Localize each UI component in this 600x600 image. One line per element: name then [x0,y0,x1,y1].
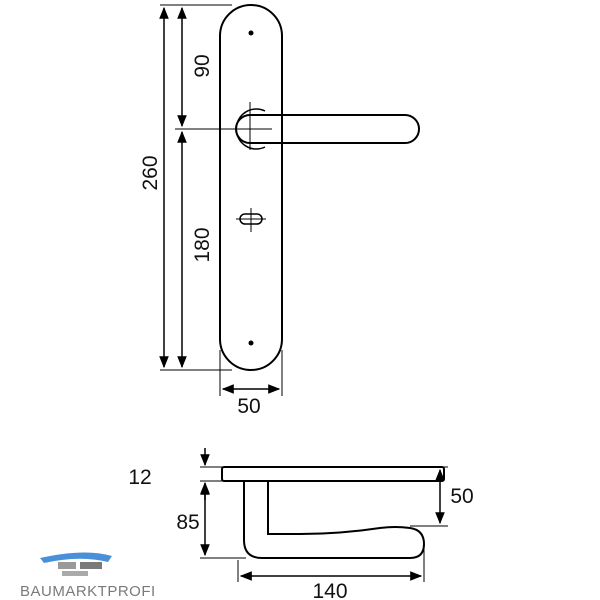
top-screw-hole [248,30,254,36]
bottom-screw-hole [248,340,254,346]
logo-swoosh-icon [40,552,112,563]
handle-profile [243,480,426,559]
dim-label-260: 260 [139,155,162,190]
front-view: 260 90 180 50 [139,4,420,418]
rose-base [221,466,445,482]
brand-logo: BAUMARKTPROFI [20,552,156,600]
dim-label-50-height: 50 [450,485,473,508]
door-plate [219,4,283,371]
dim-label-180: 180 [191,227,214,262]
side-view: 12 85 50 140 [128,448,474,600]
logo-text: BAUMARKTPROFI [20,583,156,600]
dim-label-140: 140 [312,580,347,600]
dim-label-90: 90 [191,54,214,77]
dim-label-50-width: 50 [237,395,260,418]
dim-label-85: 85 [176,511,199,534]
dim-label-12: 12 [128,466,151,489]
